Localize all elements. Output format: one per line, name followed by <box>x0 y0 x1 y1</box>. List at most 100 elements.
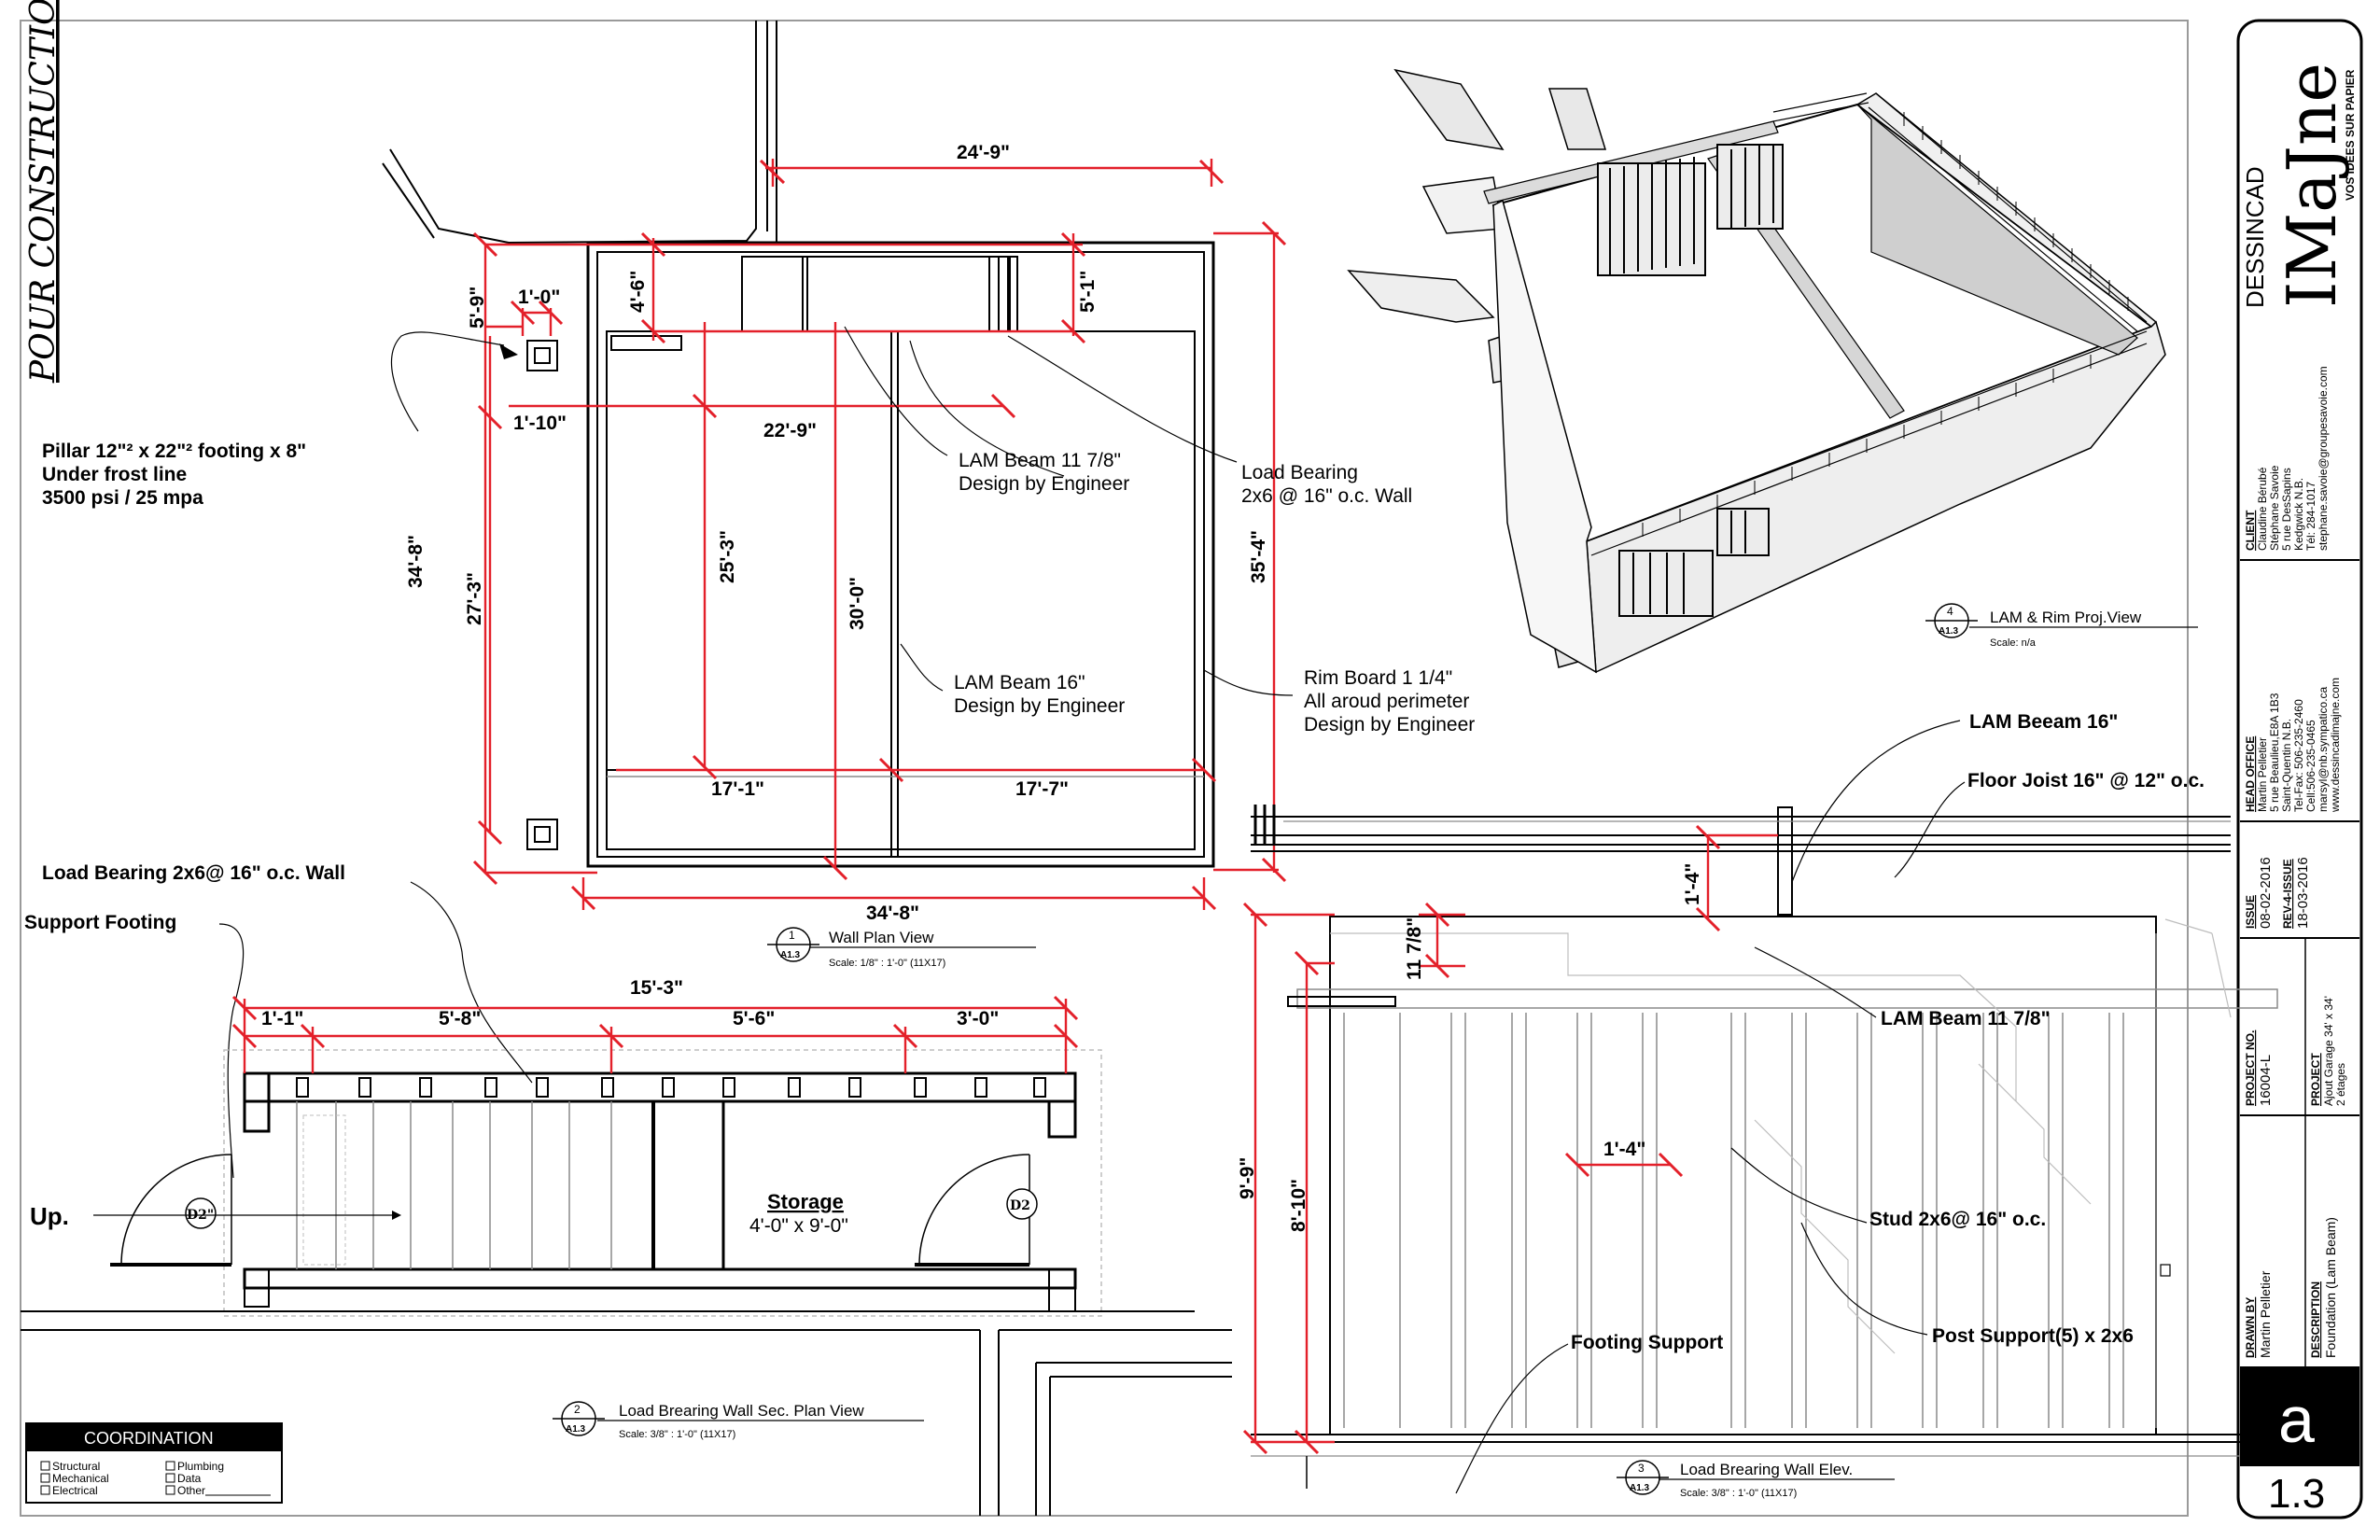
dim-5-8: 5'-8" <box>439 1008 481 1029</box>
view4-scale: Scale: n/a <box>1990 637 2037 649</box>
svg-text:Saint-Quentin N.B.: Saint-Quentin N.B. <box>2280 719 2293 812</box>
sheet-border <box>20 20 2189 1517</box>
head-office-label: HEAD OFFICE <box>2244 736 2257 812</box>
dim-30-0: 30'-0" <box>847 577 868 630</box>
description: Foundation (Lam Beam) <box>2323 1217 2338 1358</box>
svg-text:Tel-Fax: 506-235-2460: Tel-Fax: 506-235-2460 <box>2292 699 2305 812</box>
view-tag-3: 3 A1.3 Load Brearing Wall Elev. Scale: 3… <box>1617 1460 1895 1499</box>
svg-text:Cell:506-235-0465: Cell:506-235-0465 <box>2304 720 2317 812</box>
lam-beam-16-line1: LAM Beam 16" <box>954 672 1085 693</box>
dim-5-1: 5'-1" <box>1077 271 1099 313</box>
pour-construction-label: POUR CONSTRUCTION <box>24 0 63 384</box>
dim-22-9: 22'-9" <box>763 420 817 441</box>
view-tag-2: 2 A1.3 Load Brearing Wall Sec. Plan View… <box>553 1401 924 1440</box>
dim-27-3: 27'-3" <box>464 572 485 625</box>
sheet-letter: a <box>2278 1383 2315 1456</box>
dim-4-6: 4'-6" <box>627 271 649 313</box>
dim-25-3: 25'-3" <box>717 530 738 583</box>
drawn-by-label: DRAWN BY <box>2244 1297 2257 1358</box>
view-tag-4: 4 A1.3 LAM & Rim Proj.View Scale: n/a <box>1925 603 2198 649</box>
pillar-note-line1: Pillar 12"² x 22"² footing x 8" <box>42 441 306 462</box>
view1-scale: Scale: 1/8" : 1'-0" (11X17) <box>829 958 945 969</box>
dim-17-7: 17'-7" <box>1015 778 1069 800</box>
svg-text:Martin Pelletier: Martin Pelletier <box>2256 737 2269 812</box>
coord-other: Other <box>177 1484 205 1497</box>
coord-electrical: Electrical <box>52 1484 98 1497</box>
dim-35-4: 35'-4" <box>1248 530 1269 583</box>
dim-24-9: 24'-9" <box>957 142 1010 163</box>
rim-board-line3: Design by Engineer <box>1304 714 1475 735</box>
svg-text:A1.3: A1.3 <box>780 950 801 960</box>
dim-34-8-vertical: 34'-8" <box>405 535 427 588</box>
sheet-number: 1.3 <box>2268 1471 2325 1517</box>
lam-beam-1178-line2: Design by Engineer <box>959 473 1129 495</box>
load-bearing-line2: 2x6 @ 16" o.c. Wall <box>1241 485 1412 507</box>
coordination-box: COORDINATION Structural Mechanical Elect… <box>25 1422 283 1504</box>
view4-title: LAM & Rim Proj.View <box>1990 609 2142 626</box>
svg-text:3: 3 <box>1638 1462 1645 1475</box>
pillar-note-line3: 3500 psi / 25 mpa <box>42 487 203 509</box>
project-label: PROJECT <box>2309 1053 2322 1106</box>
title-block: DESSINCAD IMaJne VOS IDÉES SUR PAPIER CL… <box>2240 63 2359 1517</box>
svg-text:5 rue Beaulieu,E8A 1B3: 5 rue Beaulieu,E8A 1B3 <box>2268 693 2281 812</box>
dim-1-1: 1'-1" <box>261 1008 303 1029</box>
svg-text:4: 4 <box>1947 605 1953 618</box>
projection-view: 4 A1.3 LAM & Rim Proj.View Scale: n/a <box>1347 68 2198 674</box>
sec-plan-view: D2" D2 Up. Storage 4'-0" x 9'-0" <box>21 977 1232 1516</box>
brand-small: DESSINCAD <box>2241 166 2269 308</box>
support-footing-note: Support Footing <box>24 912 176 933</box>
brand-tagline: VOS IDÉES SUR PAPIER <box>2343 69 2357 201</box>
project-no: 16004-L <box>2258 1055 2274 1106</box>
dim-17-1: 17'-1" <box>711 778 764 800</box>
drawn-by: Martin Pelletier <box>2258 1270 2273 1358</box>
svg-text:5 rue DesSapins: 5 rue DesSapins <box>2280 468 2293 551</box>
lam-beam-1178-line1: LAM Beam 11 7/8" <box>959 450 1121 471</box>
svg-text:2 étages: 2 étages <box>2334 1063 2347 1106</box>
rim-board-line1: Rim Board 1 1/4" <box>1304 667 1452 689</box>
stud-note: Stud 2x6@ 16" o.c. <box>1869 1209 2046 1230</box>
dim-1-4-mid: 1'-4" <box>1603 1139 1645 1160</box>
view2-title: Load Brearing Wall Sec. Plan View <box>619 1402 864 1420</box>
pillar-note-line2: Under frost line <box>42 464 187 485</box>
issue-date: 08-02-2016 <box>2258 857 2274 929</box>
dim-15-3: 15'-3" <box>630 977 683 999</box>
svg-text:Kedgwick N.B.: Kedgwick N.B. <box>2292 478 2305 551</box>
load-bearing-wall-note: Load Bearing 2x6@ 16" o.c. Wall <box>42 862 345 884</box>
dim-3-0: 3'-0" <box>957 1008 999 1029</box>
dim-11-7-8: 11 7/8" <box>1404 917 1425 980</box>
load-bearing-line1: Load Bearing <box>1241 462 1358 483</box>
coord-structural: Structural <box>52 1460 100 1473</box>
issue-label: ISSUE <box>2244 895 2257 929</box>
svg-text:Tél: 284-1017: Tél: 284-1017 <box>2304 482 2317 551</box>
elevation-view: 1'-4" 11 7/8" 9'-9" 8'-10" 1'-4" LAM Bee… <box>1237 711 2278 1499</box>
dim-5-6: 5'-6" <box>733 1008 775 1029</box>
view1-title: Wall Plan View <box>829 929 934 946</box>
rev-date: 18-03-2016 <box>2295 857 2311 929</box>
svg-text:www.dessincadimajne.com: www.dessincadimajne.com <box>2329 678 2342 813</box>
svg-text:A1.3: A1.3 <box>1939 626 1959 637</box>
dim-1-10: 1'-10" <box>513 413 567 434</box>
svg-text:A1.3: A1.3 <box>566 1424 586 1435</box>
lam-beam-1178-elev-note: LAM Beam 11 7/8" <box>1881 1008 2051 1029</box>
dim-5-9: 5'-9" <box>467 287 488 329</box>
storage-size: 4'-0" x 9'-0" <box>749 1215 848 1237</box>
coordination-title: COORDINATION <box>84 1429 214 1448</box>
lam-beeam-16-note: LAM Beeam 16" <box>1969 711 2118 733</box>
rim-board-line2: All aroud perimeter <box>1304 691 1469 712</box>
view3-scale: Scale: 3/8" : 1'-0" (11X17) <box>1680 1488 1797 1499</box>
dim-1-4-top: 1'-4" <box>1682 863 1703 905</box>
wall-plan-view: 24'-9" 4'-6" 5'-1" 5'-9" 1'-0" 1'-10" 22… <box>24 21 1475 1179</box>
up-label: Up. <box>30 1202 69 1230</box>
svg-text:Stéphane Savoie: Stéphane Savoie <box>2268 465 2281 551</box>
svg-text:Claudine Bérubé: Claudine Bérubé <box>2256 467 2269 551</box>
description-label: DESCRIPTION <box>2309 1281 2322 1358</box>
view3-title: Load Brearing Wall Elev. <box>1680 1461 1853 1478</box>
footing-support-note: Footing Support <box>1571 1332 1723 1353</box>
coord-plumbing: Plumbing <box>177 1460 224 1473</box>
titleblock-border <box>2236 19 2363 1519</box>
storage-title: Storage <box>767 1190 844 1213</box>
door-tag-right: D2 <box>1010 1198 1030 1213</box>
dim-9-9: 9'-9" <box>1237 1157 1258 1199</box>
coord-mechanical: Mechanical <box>52 1472 109 1485</box>
